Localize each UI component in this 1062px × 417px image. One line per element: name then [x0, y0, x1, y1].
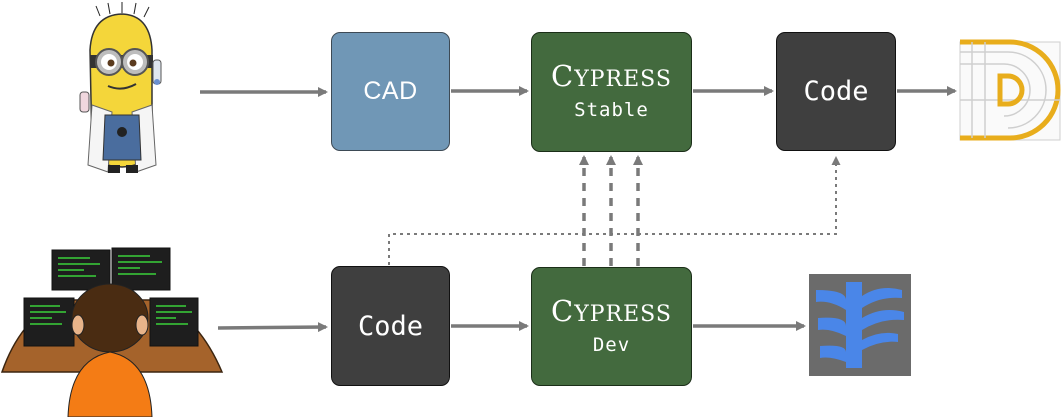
cypress-stable-subtitle: Stable — [574, 99, 649, 121]
code-bottom-label: Code — [357, 310, 424, 342]
arrow-programmer-to-code — [217, 322, 328, 333]
cypress-dev-title: CYPRESS — [551, 293, 672, 328]
cypress-dev-box: CYPRESS Dev — [531, 267, 692, 386]
cypress-stable-box: CYPRESS Stable — [531, 32, 692, 152]
programmer-at-monitors-icon — [0, 247, 224, 417]
dotted-link-code-to-code — [388, 156, 841, 265]
cypress-dev-subtitle: Dev — [592, 333, 631, 356]
minion-scientist-icon — [79, 2, 162, 173]
branching-tree-logo-icon — [809, 274, 911, 376]
cad-box: CAD — [331, 32, 450, 151]
cad-label: CAD — [363, 77, 418, 105]
code-bottom-box: Code — [331, 266, 450, 386]
code-top-box: Code — [776, 32, 896, 151]
architecture-drawing-logo-icon — [959, 39, 1061, 141]
cypress-stable-title: CYPRESS — [551, 59, 672, 93]
code-top-label: Code — [803, 76, 869, 107]
